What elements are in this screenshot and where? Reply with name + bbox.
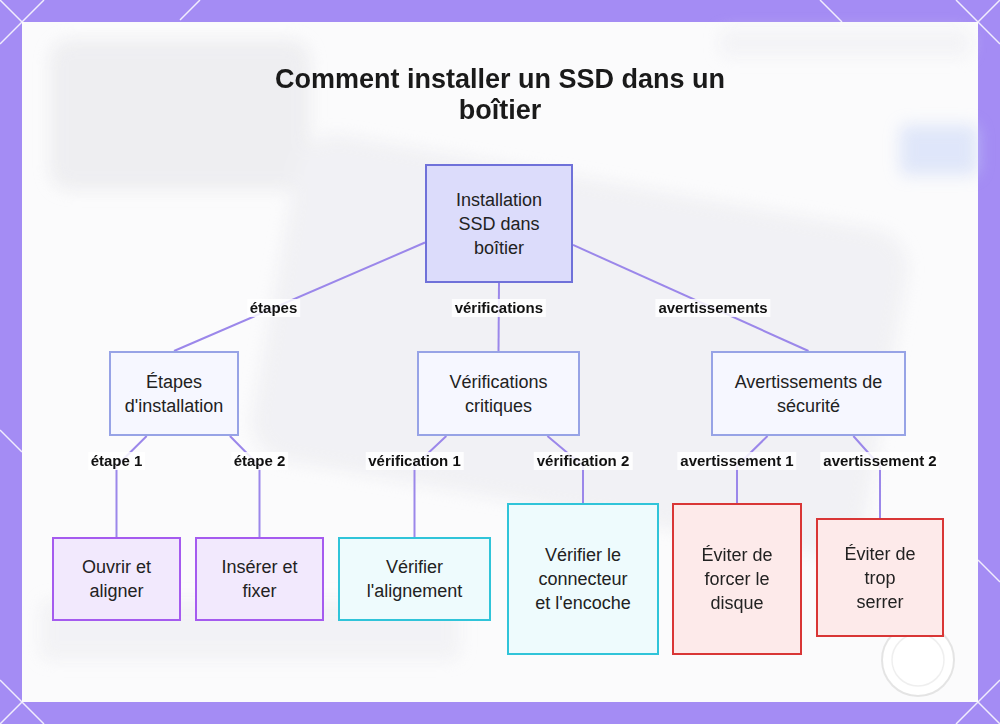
edge-label: vérification 2 xyxy=(534,452,633,470)
node-box: Installation SSD dans boîtier xyxy=(425,164,573,283)
node-box: Vérifier l'alignement xyxy=(338,537,491,621)
node-text-wrap: Éviter de trop serrer xyxy=(840,542,920,614)
node-text-wrap: Ouvrir et aligner xyxy=(74,555,159,603)
node-text-wrap: Installation SSD dans boîtier xyxy=(441,188,557,260)
edge-label: étapes xyxy=(247,299,301,317)
connector-line xyxy=(853,436,880,518)
node-text-wrap: Vérifier le connecteur et l'encoche xyxy=(533,543,633,615)
edge-label: avertissement 1 xyxy=(677,452,796,470)
diagram-title: Comment installer un SSD dans un boîtier xyxy=(230,64,770,126)
connector xyxy=(498,283,500,351)
node-box: Étapes d'installation xyxy=(109,351,239,436)
node-text: Éviter de trop serrer xyxy=(840,542,920,614)
node-text-wrap: Étapes d'installation xyxy=(121,370,227,418)
node-text-wrap: Vérifications critiques xyxy=(431,370,566,418)
connector-line xyxy=(573,245,809,351)
blurred-background xyxy=(40,30,978,660)
node-box: Ouvrir et aligner xyxy=(52,537,181,621)
node-text: Étapes d'installation xyxy=(121,370,227,418)
edge-label: avertissements xyxy=(655,299,770,317)
node-box: Vérifications critiques xyxy=(417,351,580,436)
connector xyxy=(174,243,425,351)
node-text: Ouvrir et aligner xyxy=(74,555,159,603)
node-text-wrap: Insérer et fixer xyxy=(217,555,302,603)
edge-label: étape 2 xyxy=(231,452,289,470)
edge-label: étape 1 xyxy=(88,452,146,470)
node-box: Insérer et fixer xyxy=(195,537,324,621)
node-text: Vérifications critiques xyxy=(431,370,566,418)
node-box: Vérifier le connecteur et l'encoche xyxy=(507,503,659,655)
node-text-wrap: Vérifier l'alignement xyxy=(350,555,479,603)
edge-label: vérification 1 xyxy=(365,452,464,470)
node-text: Avertissements de sécurité xyxy=(725,370,892,418)
panel xyxy=(22,22,978,702)
node-box: Éviter de forcer le disque xyxy=(672,503,802,655)
node-text: Installation SSD dans boîtier xyxy=(441,188,557,260)
node-text: Éviter de forcer le disque xyxy=(696,543,778,615)
node-text: Insérer et fixer xyxy=(217,555,302,603)
node-box: Avertissements de sécurité xyxy=(711,351,906,436)
node-text: Vérifier l'alignement xyxy=(350,555,479,603)
connector-line xyxy=(498,283,501,351)
node-text-wrap: Éviter de forcer le disque xyxy=(696,543,778,615)
edge-label: avertissement 2 xyxy=(820,452,939,470)
connector-line xyxy=(174,243,425,351)
connector xyxy=(573,245,809,351)
node-text-wrap: Avertissements de sécurité xyxy=(725,370,892,418)
node-text: Vérifier le connecteur et l'encoche xyxy=(533,543,633,615)
node-box: Éviter de trop serrer xyxy=(816,518,944,637)
edge-label: vérifications xyxy=(452,299,546,317)
connector xyxy=(853,436,880,518)
